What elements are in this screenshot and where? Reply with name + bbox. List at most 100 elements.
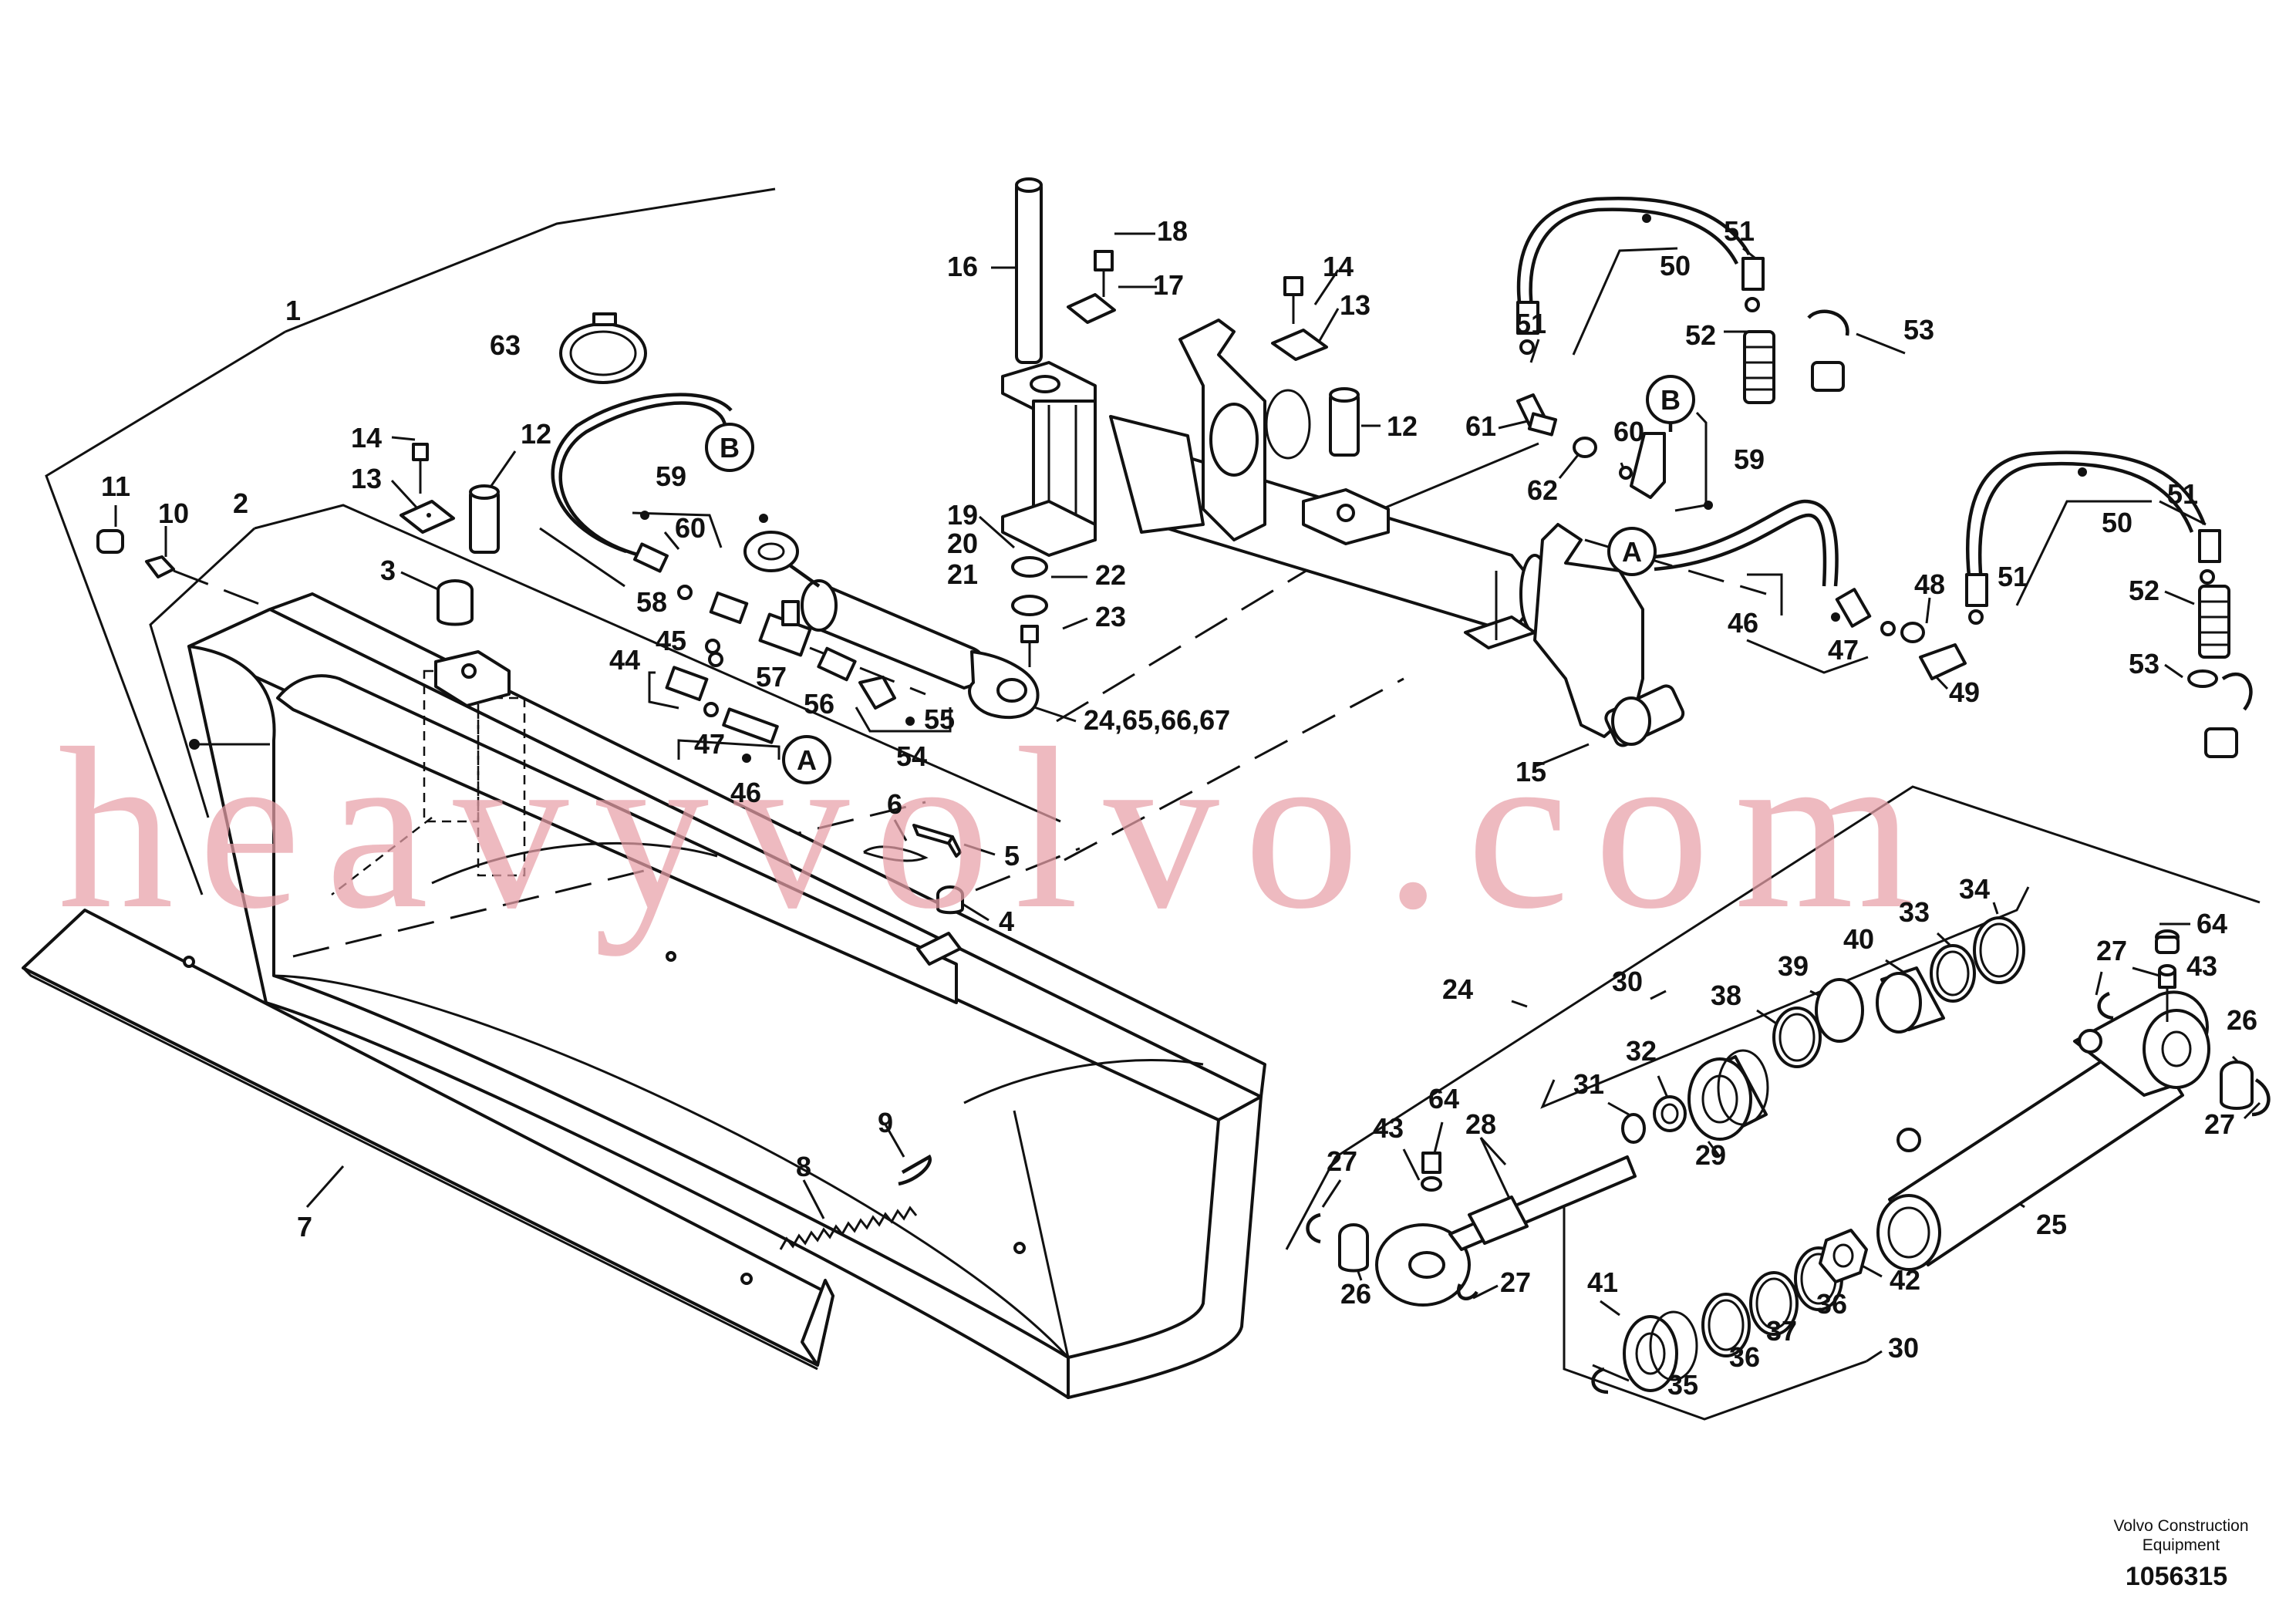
callout-47-right: 47 [1828,634,1859,666]
callout-26-left: 26 [1340,1278,1371,1310]
callout-47-left: 47 [694,728,725,760]
connector-b-right: B [1660,384,1681,416]
callout-51-right-left: 51 [1998,561,2028,592]
callout-56: 56 [804,688,834,720]
callout-33: 33 [1899,896,1930,928]
title-block: Volvo Construction Equipment 1056315 [2113,1517,2248,1591]
callout-27-left: 27 [1327,1145,1357,1177]
callout-6: 6 [887,788,902,820]
callout-42: 42 [1890,1264,1920,1296]
callout-44: 44 [609,644,640,676]
callout-7: 7 [297,1211,312,1243]
hose-left [551,393,927,763]
callout-24-65-66-67: 24,65,66,67 [1084,704,1230,736]
callout-64-right: 64 [2197,908,2227,939]
callout-27-rod: 27 [1500,1266,1531,1298]
callout-62: 62 [1527,474,1558,506]
callout-37: 37 [1766,1315,1797,1347]
callout-27-right-bottom: 27 [2204,1108,2235,1140]
callout-14-center: 14 [1323,251,1354,282]
callout-30-lower: 30 [1888,1332,1919,1364]
callout-54: 54 [896,740,927,772]
callout-52-top: 52 [1685,319,1716,351]
callout-30-upper: 30 [1612,966,1643,997]
callout-34: 34 [1959,873,1990,905]
callout-50-right: 50 [2102,507,2132,538]
callout-29: 29 [1695,1139,1726,1171]
callout-16: 16 [947,251,978,282]
callout-18: 18 [1157,215,1188,247]
latch-parts [779,824,964,1250]
bucket-body [187,592,1266,1399]
callout-labels: 1 2 3 4 5 6 7 8 9 10 11 12 12 13 13 14 1… [101,215,2257,1401]
callout-63: 63 [490,329,521,361]
callout-52-right: 52 [2129,575,2159,606]
callout-13-left: 13 [351,463,382,494]
callout-51-top-left: 51 [1515,308,1546,339]
callout-32: 32 [1626,1035,1657,1067]
callout-12-left: 12 [521,418,551,450]
callout-57: 57 [756,661,787,693]
callout-53-top: 53 [1903,314,1934,346]
connector-b-left: B [720,432,740,464]
callout-35: 35 [1667,1369,1698,1401]
callout-8: 8 [796,1151,811,1182]
drawing-number: 1056315 [2126,1562,2227,1591]
callout-38: 38 [1711,980,1741,1011]
connector-a-left: A [797,744,817,776]
callout-59-left: 59 [656,460,686,492]
callout-3: 3 [380,555,396,586]
callout-15: 15 [1515,756,1546,787]
manufacturer-line-2: Equipment [2143,1536,2220,1554]
callout-36-a: 36 [1729,1341,1760,1373]
callout-55: 55 [924,703,955,735]
callout-21: 21 [947,558,978,590]
manufacturer-line-1: Volvo Construction [2113,1517,2248,1535]
callout-43-left: 43 [1373,1112,1404,1144]
callout-45: 45 [656,625,686,656]
callout-13-center: 13 [1340,289,1371,321]
leader-lines [45,187,2261,1421]
callout-25: 25 [2036,1209,2067,1240]
callout-10: 10 [158,497,189,529]
cutting-edge [22,909,834,1371]
quick-coupler-frame [1001,177,1685,747]
hose-right [1516,197,2253,758]
callout-51-top-right: 51 [1724,215,1755,247]
callout-12-center: 12 [1387,410,1418,442]
cylinder-exploded [1306,916,2271,1394]
callout-26-right: 26 [2227,1004,2257,1036]
tilt-cylinder [743,514,1048,720]
callout-46-right: 46 [1728,607,1758,639]
callout-41: 41 [1587,1266,1618,1298]
connector-markers: B B A A [705,375,1695,784]
callout-19: 19 [947,499,978,531]
callout-11: 11 [101,470,130,502]
callout-22: 22 [1095,559,1126,591]
callout-28: 28 [1465,1108,1496,1140]
callout-20: 20 [947,528,978,559]
callout-23: 23 [1095,601,1126,632]
watermark: heavyvolvo.com [58,700,1939,957]
left-small-parts [96,312,647,707]
callout-64-left: 64 [1428,1083,1459,1114]
callout-5: 5 [1004,840,1020,872]
callout-51-right-top: 51 [2167,478,2198,510]
callout-58: 58 [636,586,667,618]
callout-50-top: 50 [1660,250,1691,282]
callout-17: 17 [1153,269,1184,301]
callout-53-right: 53 [2129,648,2159,679]
connector-a-right: A [1622,536,1642,568]
callout-14-left: 14 [351,422,382,454]
callout-60-right: 60 [1613,416,1644,447]
callout-40: 40 [1843,923,1874,955]
callout-31: 31 [1573,1068,1604,1100]
callout-2: 2 [233,487,248,519]
callout-39: 39 [1778,950,1809,982]
callout-1: 1 [285,295,301,326]
callout-59-right: 59 [1734,443,1765,475]
callout-9: 9 [878,1107,893,1138]
callout-4: 4 [999,905,1014,937]
